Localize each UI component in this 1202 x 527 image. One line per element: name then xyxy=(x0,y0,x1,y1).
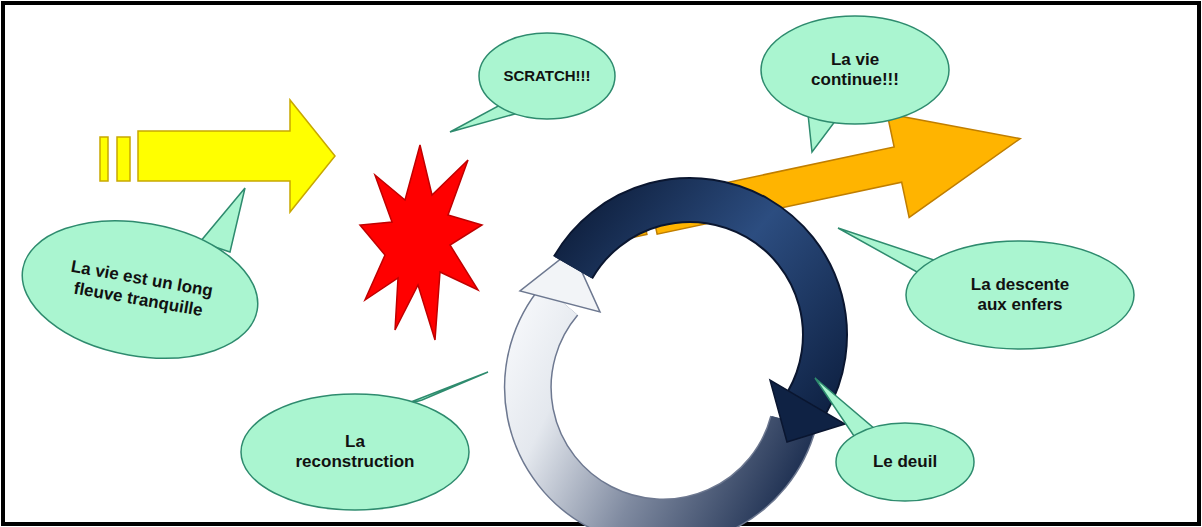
bubble-text-wrap: SCRATCH!!! xyxy=(503,67,590,85)
bubble-ellipse xyxy=(241,394,469,510)
bubble-ellipse xyxy=(836,423,974,501)
bubble-text-wrap: Le deuil xyxy=(873,452,937,472)
cycle-arrow-bottom xyxy=(520,250,793,522)
frame-border xyxy=(3,3,1199,524)
bubble-ellipse xyxy=(906,241,1134,349)
speech-bubble: La reconstruction xyxy=(240,393,470,511)
speech-bubble: La vie continue!!! xyxy=(760,15,950,125)
speech-bubble: SCRATCH!!! xyxy=(478,32,616,120)
bubble-text: La vie continue!!! xyxy=(805,50,905,91)
speech-bubble: Le deuil xyxy=(835,422,975,502)
callout-tails xyxy=(200,105,952,442)
bubble-text: La descente aux enfers xyxy=(955,275,1085,316)
yellow-arrow xyxy=(100,100,335,212)
bubble-text-wrap: La reconstruction xyxy=(285,432,425,473)
bubble-text-wrap: La descente aux enfers xyxy=(955,275,1085,316)
cycle-arrow-top xyxy=(573,200,845,442)
bubble-text: Le deuil xyxy=(873,452,937,472)
bubble-ellipse xyxy=(11,203,268,375)
bubble-text: SCRATCH!!! xyxy=(503,67,590,85)
bubble-text-wrap: La vie continue!!! xyxy=(805,50,905,91)
speech-bubble: La descente aux enfers xyxy=(905,240,1135,350)
bubble-ellipse xyxy=(761,16,949,124)
bubble-text: La reconstruction xyxy=(285,432,425,473)
bubble-ellipse xyxy=(479,33,615,119)
crash-starburst xyxy=(360,145,482,340)
